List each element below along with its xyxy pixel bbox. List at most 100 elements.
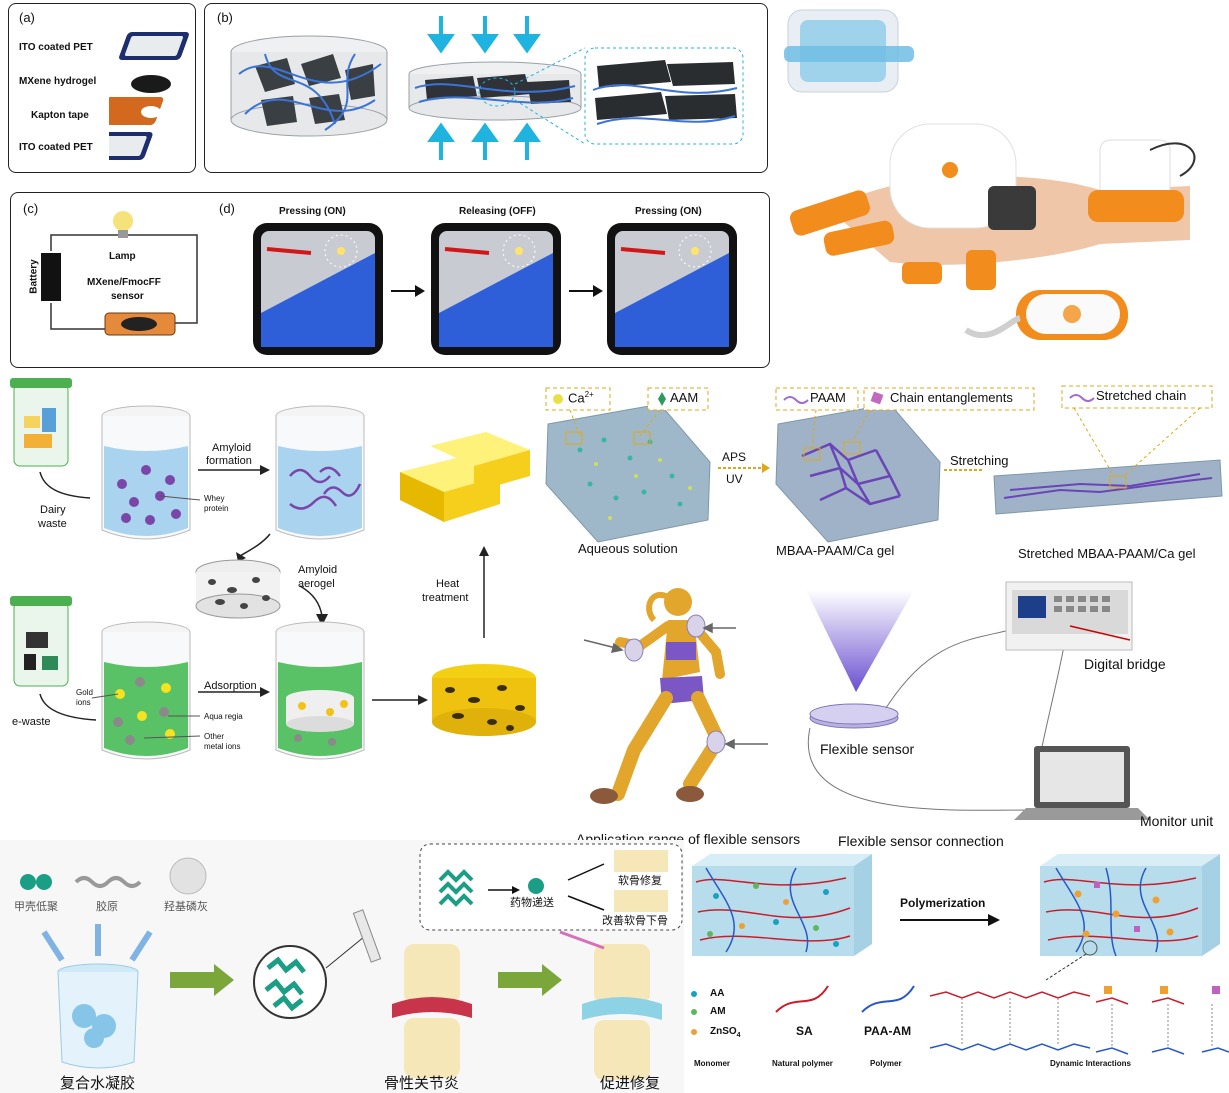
panel-cd: (c) (d) Battery Lamp MXene/FmocFF sensor… <box>10 192 770 368</box>
gel-slab <box>775 403 941 543</box>
gold-ions-label-1: Gold <box>76 688 93 697</box>
layer-label-ito-top: ITO coated PET <box>19 42 93 53</box>
caption-composite-hydrogel: 复合水凝胶 <box>60 1074 136 1092</box>
beaker-fibers <box>275 405 365 540</box>
beaker-adsorption <box>275 621 365 760</box>
heat-treatment-label-2: treatment <box>422 592 469 604</box>
flexible-sensor-label: Flexible sensor <box>820 741 915 757</box>
natural-polymer-label: Natural polymer <box>772 1059 833 1068</box>
caption-promote-repair: 促进修复 <box>600 1074 661 1092</box>
stretched-gel-label: Stretched MBAA-PAAM/Ca gel <box>1018 546 1196 561</box>
amyloid-aerogel-label-1: Amyloid <box>298 564 338 576</box>
other-metal-label-2: metal ions <box>204 742 241 751</box>
sensor-label-2: sensor <box>111 291 144 302</box>
legend-entangle-label: Chain entanglements <box>890 390 1013 405</box>
state-label-1: Pressing (ON) <box>279 206 346 217</box>
connection-caption: Flexible sensor connection <box>838 833 1004 849</box>
lamp-label: Lamp <box>109 251 136 262</box>
caption-osteoarthritis: 骨性关节炎 <box>384 1074 460 1092</box>
ingredient-label-1: 甲壳低聚 <box>14 900 58 913</box>
gel-name-label: MBAA-PAAM/Ca gel <box>776 543 895 558</box>
ingredient-label-2: 胶原 <box>96 900 118 913</box>
legend-aam-label: AAM <box>670 390 699 405</box>
panel-b: (b) <box>204 3 768 173</box>
sensor-application-diagram <box>583 581 1150 820</box>
sa-label: SA <box>796 1024 813 1038</box>
legend-paam-label: PAAM <box>810 390 846 405</box>
state-label-2: Releasing (OFF) <box>459 206 536 217</box>
panel-c-tag: (c) <box>23 201 39 216</box>
panel-b-tag: (b) <box>217 10 233 25</box>
compression-illustration <box>230 16 744 160</box>
legend-ca-sup: 2+ <box>584 390 594 399</box>
aqueous-label: Aqueous solution <box>578 541 678 556</box>
znso4-sub: 4 <box>736 1032 741 1039</box>
dairy-bin-icon <box>10 378 72 467</box>
funnel-arrow-icon <box>806 590 914 692</box>
state-label-3: Pressing (ON) <box>635 206 702 217</box>
stretching-label: Stretching <box>950 453 1009 468</box>
legend-stretched-label: Stretched chain <box>1096 388 1187 403</box>
amyloid-formation-label-1: Amyloid <box>212 442 252 454</box>
photo-frame-3 <box>607 223 737 355</box>
wearable-devices-illustration <box>784 9 1196 340</box>
inset-drug-delivery: 药物递送 <box>510 896 554 909</box>
photo-frame-2 <box>431 223 561 355</box>
legend-ca-text: Ca <box>568 390 585 406</box>
aa-label: AA <box>710 988 725 999</box>
layer-label-mxene: MXene hydrogel <box>19 76 97 87</box>
digital-bridge-device <box>1005 581 1133 651</box>
gold-bars <box>400 432 530 522</box>
amyloid-aerogel-label-2: aerogel <box>298 578 335 590</box>
aps-label: APS <box>722 450 747 464</box>
panel-a: (a) ITO coated PET MXene hydrogel Kapton… <box>8 3 196 173</box>
ewaste-bin-icon <box>10 596 72 687</box>
gold-ions-label-2: ions <box>76 698 91 707</box>
inset-cartilage-repair: 软骨修复 <box>618 874 662 887</box>
adsorption-label: Adsorption <box>204 680 257 692</box>
gold-recovery-diagram <box>10 378 536 760</box>
other-metal-label-1: Other <box>204 732 225 741</box>
laptop-monitor <box>1014 746 1150 820</box>
beaker-ions <box>91 621 201 760</box>
dairy-waste-label-2: waste <box>38 518 67 530</box>
stretched-gel-bar <box>993 459 1223 515</box>
amyloid-formation-label-2: formation <box>206 455 252 467</box>
legend-ca-label: Ca2+ <box>568 390 594 405</box>
whey-protein-label-2: protein <box>204 504 229 513</box>
aerogel-disk <box>195 559 281 619</box>
joint-repaired <box>582 944 662 1080</box>
monomer-label: Monomer <box>694 1059 730 1068</box>
layer-stack-illustration <box>109 32 189 160</box>
beaker-whey <box>101 405 201 540</box>
aqueous-slab <box>545 403 711 543</box>
heat-treatment-label-1: Heat <box>436 578 460 590</box>
am-label: AM <box>710 1006 726 1017</box>
circuit-diagram <box>41 211 198 336</box>
pressing-photos <box>253 223 737 355</box>
sensor-label-1: MXene/FmocFF <box>87 277 161 288</box>
polymer-label: Polymer <box>870 1059 902 1068</box>
dynamic-interactions-label: Dynamic Interactions <box>1050 1059 1131 1068</box>
panel-d-tag: (d) <box>219 201 235 216</box>
inset-subchondral: 改善软骨下骨 <box>602 914 668 927</box>
polymerization-label: Polymerization <box>900 896 986 910</box>
joint-repair-diagram <box>20 843 683 1080</box>
layer-label-kapton: Kapton tape <box>31 110 89 121</box>
photo-frame-1 <box>253 223 383 355</box>
monitor-unit-label: Monitor unit <box>1140 813 1214 829</box>
gold-sponge <box>432 664 536 736</box>
e-waste-label: e-waste <box>12 716 51 728</box>
dairy-waste-label-1: Dairy <box>40 504 66 516</box>
znso4-text: ZnSO <box>710 1026 737 1037</box>
aqua-regia-label: Aqua regia <box>204 712 243 721</box>
runner-figure <box>583 588 768 804</box>
joint-inflamed <box>392 944 472 1078</box>
ingredient-label-3: 羟基磷灰 <box>164 900 208 913</box>
paa-am-label: PAA-AM <box>864 1024 912 1038</box>
polymerization-diagram <box>691 854 1229 1055</box>
panel-a-tag: (a) <box>19 10 35 25</box>
uv-label: UV <box>726 472 743 486</box>
digital-bridge-label: Digital bridge <box>1084 656 1166 672</box>
layer-label-ito-bottom: ITO coated PET <box>19 142 93 153</box>
